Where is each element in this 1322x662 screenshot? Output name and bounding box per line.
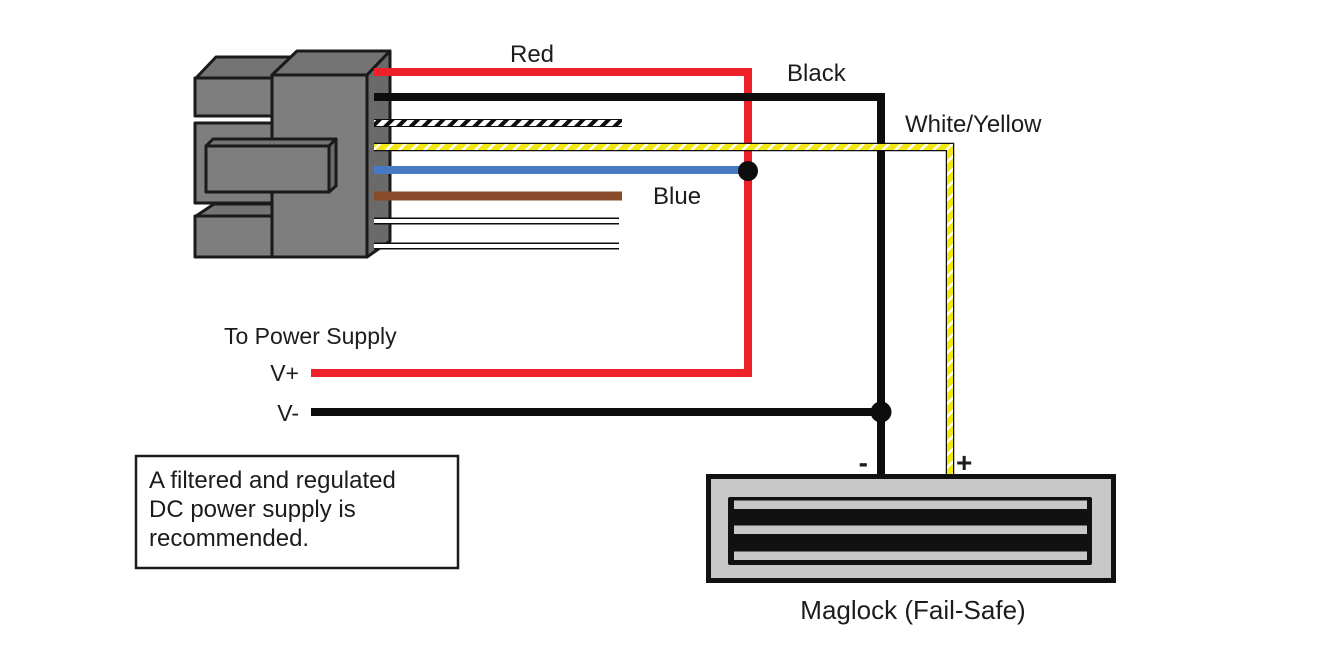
wire-red bbox=[311, 68, 752, 377]
wire-black bbox=[311, 93, 885, 476]
connector-topleft-block-front bbox=[193, 76, 276, 118]
label-wire-red: Red bbox=[510, 41, 554, 68]
maglock-device bbox=[706, 474, 1116, 583]
connector-main-right-face bbox=[365, 49, 392, 259]
labels: Red Black White/Yellow Blue To Power Sup… bbox=[224, 41, 1042, 625]
note-line-2: DC power supply is bbox=[149, 496, 356, 523]
connector-bottom-block-front bbox=[193, 214, 276, 259]
note-box: A filtered and regulated DC power supply… bbox=[134, 454, 460, 570]
label-to-power-supply: To Power Supply bbox=[224, 323, 397, 349]
label-v-minus: V- bbox=[277, 400, 299, 426]
wire-white-yellow bbox=[374, 144, 953, 476]
note-box-border bbox=[134, 454, 460, 570]
wires bbox=[311, 68, 955, 476]
maglock-core-stripe-bottom bbox=[734, 551, 1087, 560]
note-line-1: A filtered and regulated bbox=[149, 467, 396, 494]
label-terminal-plus: + bbox=[956, 447, 972, 478]
connector-plug bbox=[193, 49, 392, 259]
label-wire-white-yellow: White/Yellow bbox=[905, 111, 1042, 138]
label-wire-black: Black bbox=[787, 60, 847, 87]
maglock-core-stripe-top bbox=[734, 500, 1087, 509]
label-v-plus: V+ bbox=[270, 360, 299, 386]
maglock-core-stripe-middle bbox=[734, 525, 1087, 534]
label-maglock-caption: Maglock (Fail-Safe) bbox=[800, 595, 1025, 625]
note-line-3: recommended. bbox=[149, 525, 309, 552]
label-wire-blue: Blue bbox=[653, 183, 701, 210]
junction-dot-blue-red bbox=[738, 161, 758, 181]
label-terminal-minus: - bbox=[859, 447, 868, 478]
connector-latch-tab-front bbox=[204, 144, 331, 194]
junction-dot-vminus-black bbox=[870, 401, 892, 423]
